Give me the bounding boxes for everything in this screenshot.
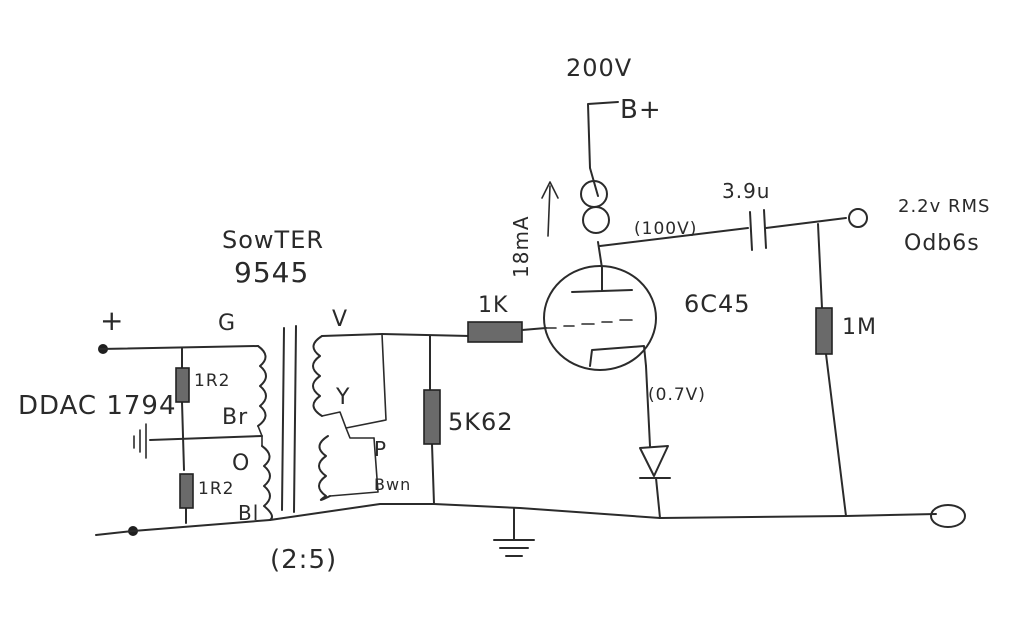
tube-6c45 — [543, 265, 657, 371]
output-wire — [765, 217, 847, 229]
secondary-top-wire — [321, 333, 471, 337]
cathode-wire — [645, 365, 661, 519]
ground-bus — [269, 503, 937, 521]
transformer-core-left — [281, 327, 285, 511]
current-source-lower — [582, 206, 610, 234]
resistor-1r2-top — [175, 367, 190, 403]
transformer-model-label: 9545 — [234, 256, 309, 289]
tube-cathode — [589, 345, 647, 367]
plus-label: + — [100, 304, 124, 337]
output-resistor-wire — [817, 223, 847, 517]
pin-o-label: O — [232, 451, 250, 476]
supply-voltage-label: 200V — [566, 54, 632, 82]
source-ground-symbol — [133, 423, 147, 459]
grid-wire — [521, 327, 547, 331]
secondary-y-link — [321, 411, 347, 429]
input-top-wire — [99, 345, 259, 350]
input-bottom-wire — [95, 519, 271, 536]
resistor-5k62 — [423, 389, 441, 445]
output-terminal — [848, 208, 868, 228]
transformer-make-label: SowTER — [222, 226, 324, 254]
resistor-1k-label: 1K — [478, 293, 508, 318]
supply-label: B+ — [620, 95, 662, 125]
pin-p-label: P — [374, 437, 387, 461]
pin-bwn-label: Bwn — [374, 475, 411, 494]
pin-bl-label: Bl — [238, 501, 259, 525]
primary-link — [257, 425, 263, 447]
secondary-v-link — [345, 333, 387, 439]
cap-label: 3.9u — [722, 179, 770, 203]
coupling-capacitor — [749, 209, 767, 251]
resistor-1m-label: 1M — [842, 315, 877, 340]
tube-label: 6C45 — [684, 290, 751, 318]
pin-y-label: Y — [335, 385, 350, 410]
cathode-voltage-label: (0.7V) — [648, 385, 706, 405]
resistor-1m — [815, 307, 833, 355]
output-ground-terminal — [930, 504, 966, 528]
secondary-p-link — [329, 437, 379, 497]
secondary-winding-lower — [318, 435, 331, 501]
primary-winding-lower — [261, 445, 273, 521]
primary-winding-upper — [257, 345, 267, 427]
output-level-label: 2.2v RMS — [898, 196, 990, 217]
secondary-winding-upper — [312, 335, 323, 417]
transformer-ratio-label: (2:5) — [270, 545, 337, 575]
tube-grid — [545, 319, 633, 329]
resistor-1k — [467, 321, 523, 343]
pin-g-label: G — [218, 311, 236, 336]
anode-voltage-label: (100V) — [634, 219, 697, 239]
pin-br-label: Br — [222, 405, 248, 430]
pin-v-label: V — [332, 307, 348, 332]
ground-symbol — [493, 507, 535, 557]
output-db-label: Odb6s — [904, 231, 980, 256]
transformer-core-right — [293, 325, 297, 513]
anode-wire — [599, 227, 749, 247]
resistor-1r2-bottom-label: 1R2 — [198, 479, 234, 499]
resistor-1r2-bottom — [179, 473, 194, 509]
cathode-diode — [639, 445, 671, 479]
source-label: DDAC 1794 — [18, 391, 177, 421]
load-resistor-wire — [429, 335, 435, 505]
center-tap-wire — [149, 435, 263, 441]
input-rail — [181, 347, 187, 524]
resistor-1r2-top-label: 1R2 — [194, 371, 230, 391]
current-label: 18mA — [509, 215, 533, 278]
current-arrow-icon — [541, 181, 559, 237]
tube-anode — [571, 267, 633, 293]
resistor-5k62-label: 5K62 — [448, 408, 514, 436]
